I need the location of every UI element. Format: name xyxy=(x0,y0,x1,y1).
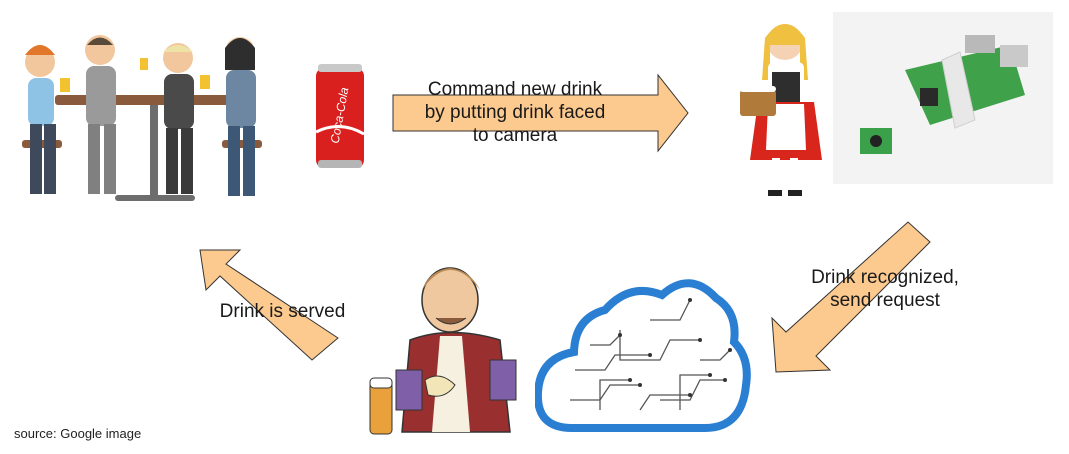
label-command-line3: to camera xyxy=(472,125,558,146)
label-recognized-line1: Drink recognized, xyxy=(811,267,959,288)
soda-can-icon xyxy=(315,64,365,168)
raspberry-pi-camera-photo xyxy=(833,12,1053,184)
label-drink-recognized: Drink recognized, send request xyxy=(790,266,980,312)
label-command-line1: Command new drink xyxy=(427,79,603,100)
source-caption: source: Google image xyxy=(14,426,142,441)
arrow-drink-recognized xyxy=(771,221,931,373)
waitress-illustration xyxy=(740,24,822,196)
label-command-line2: by putting drink faced xyxy=(424,102,606,123)
label-command-drink: Command new drink by putting drink faced… xyxy=(400,78,630,147)
label-served-line1: Drink is served xyxy=(219,301,346,322)
label-drink-served: Drink is served xyxy=(200,300,365,323)
bartender-illustration xyxy=(360,260,535,435)
label-recognized-line2: send request xyxy=(830,290,940,311)
arrow-command-drink xyxy=(392,73,689,153)
arrow-drink-served xyxy=(199,249,339,361)
cloud-icon xyxy=(533,279,751,432)
friends-at-bar-illustration xyxy=(22,35,262,201)
